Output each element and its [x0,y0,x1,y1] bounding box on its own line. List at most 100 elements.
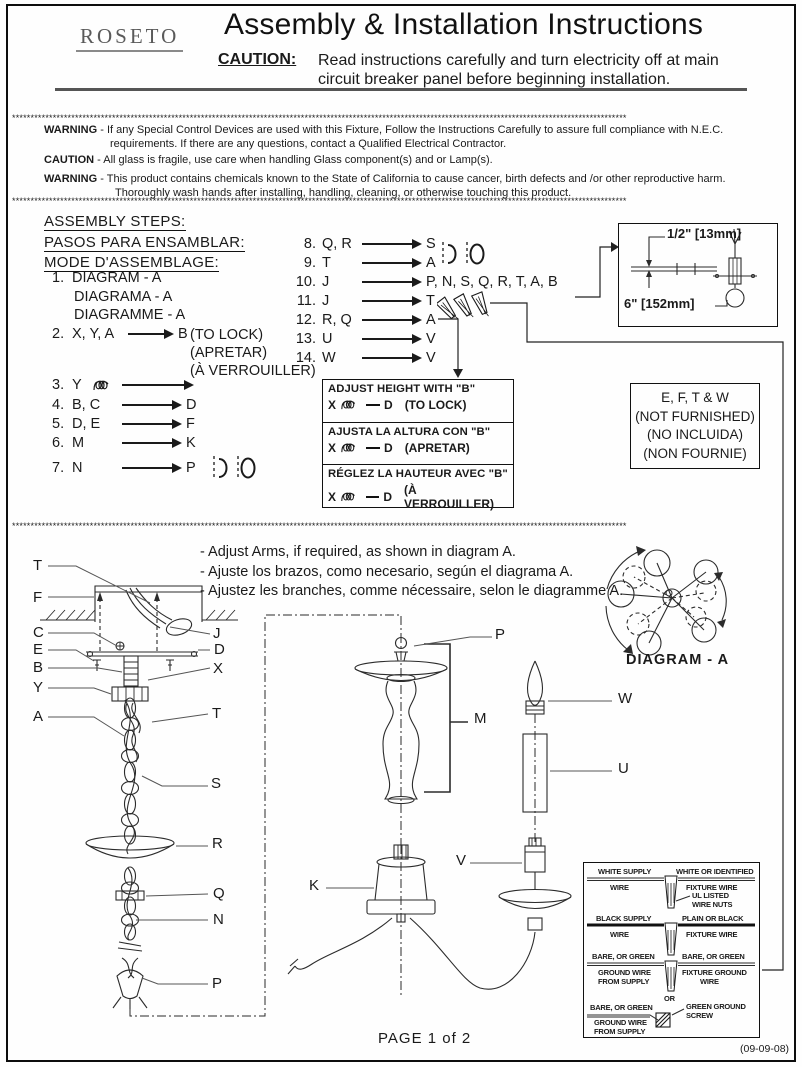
warning-text: - This product contains chemicals known … [97,173,726,185]
part-label-k: K [309,877,320,894]
heading-french: MODE D'ASSEMBLAGE: [44,254,219,272]
caution-heading: CAUTION: [218,51,297,68]
step-target: D [186,397,197,413]
not-furnished-box: E, F, T & W (NOT FURNISHED) (NO INCLUIDA… [630,383,760,469]
caution-text: - All glass is fragile, use care when ha… [94,154,493,166]
spring-icon [341,443,356,453]
step-number: 3. [52,377,65,393]
warning-line: WARNING - If any Special Control Devices… [44,123,784,137]
part-x: X [328,490,337,504]
asterisk-divider: ****************************************… [12,196,627,206]
step-target: A [426,255,436,271]
adjust-height-row-fr: RÉGLEZ LA HAUTEUR AVEC "B" X D (À VERROU… [323,464,513,511]
adjust-arms-note: - Adjust Arms, if required, as shown in … [200,543,623,602]
arrow-icon [362,277,422,286]
warning-line: WARNING - This product contains chemical… [44,172,784,186]
assembly-step-1-es: DIAGRAMA - A [74,289,172,305]
step-source: B, C [72,397,101,413]
assembly-step-4: 4. B, C D [52,397,196,413]
step-source: M [72,435,85,451]
arrow-icon [362,315,422,324]
step-target: V [426,331,436,347]
center-column-drawing [354,634,468,846]
asterisk-divider: ****************************************… [12,521,627,531]
from-supply-label: FROM SUPPLY [594,1027,646,1036]
step-number: 11. [296,293,316,309]
black-supply-label: BLACK SUPPLY [596,914,652,923]
diagram-a-drawing [605,546,727,656]
step-number: 4. [52,397,65,413]
caution-label: CAUTION [44,154,95,166]
chain-and-canopy-drawing [85,614,402,1017]
step-target: F [186,416,195,432]
assembly-step-7: 7. N P [52,454,258,482]
part-label-a: A [33,708,44,725]
ceiling-mount-drawing [40,585,238,763]
step-source: N [72,460,83,476]
part-label-c: C [33,624,44,641]
adjust-arms-es: - Ajuste los brazos, como necesario, seg… [200,563,574,580]
ground-wire-label: GROUND WIRE [594,1018,647,1027]
part-label-t-wire: T [212,705,222,722]
candle-clips-icon [213,456,256,480]
not-furnished-parts: E, F, T & W [661,390,729,405]
arrow-icon [122,400,182,409]
part-label-r: R [212,835,223,852]
arrow-icon [362,258,422,267]
arrow-icon [122,419,182,428]
warnings-block: WARNING - If any Special Control Devices… [44,123,784,200]
step-target: K [186,435,196,451]
page-number: PAGE 1 of 2 [378,1030,472,1047]
half-inch-dimension: 1/2" [13mm] [667,226,742,241]
part-label-v: V [456,852,467,869]
arrow-icon [128,329,174,338]
part-label-p-center: P [495,626,506,643]
wiring-connection-box: WHITE SUPPLY WIRE WHITE OR IDENTIFIED FI… [583,862,760,1038]
step-target: P [186,460,196,476]
assembly-step-11: 11. J T [294,293,435,309]
part-label-t-top: T [33,557,43,574]
step-number: 8. [303,236,316,252]
step-target: V [426,350,436,366]
caution-line: CAUTION - All glass is fragile, use care… [44,153,784,167]
assembly-step-5: 5. D, E F [52,416,195,432]
arrow-icon [122,463,182,472]
step-source: W [322,350,336,366]
adjust-title: AJUSTA LA ALTURA CON "B" [328,426,491,438]
adjust-height-row-es: AJUSTA LA ALTURA CON "B" X D (APRETAR) [323,422,513,464]
asterisk-divider: ****************************************… [12,113,627,123]
warning-text: - If any Special Control Devices are use… [97,124,724,136]
part-label-x: X [213,660,224,677]
part-label-n: N [213,911,224,928]
adjust-arms-fr: - Ajustez les branches, comme nécessaire… [200,583,624,599]
fixture-ground-label: FIXTURE GROUND [682,968,747,977]
not-furnished-en: (NOT FURNISHED) [635,408,755,424]
link-line [366,447,381,449]
revision-date: (09-09-08) [740,1043,790,1055]
step-source: R, Q [322,312,352,328]
lock-note: (APRETAR) [404,441,470,455]
caution-text-line1: Read instructions carefully and turn ele… [318,52,719,69]
step-number: 12. [295,312,316,328]
step-2-note-en: (TO LOCK) [190,327,264,343]
spring-icon [93,380,109,390]
part-label-e: E [33,641,44,658]
candle-socket-drawing [498,660,572,931]
candle-clips-icon [442,242,485,266]
arrow-icon [362,334,422,343]
warning-label: WARNING [44,124,98,136]
not-furnished-es: (NO INCLUIDA) [646,427,743,442]
black-fixture-label: PLAIN OR BLACK [682,914,744,923]
warning-line: requirements. If there are any questions… [110,138,507,150]
arrow-icon [362,239,422,248]
page-title: Assembly & Installation Instructions [224,8,704,41]
step-2-note-es: (APRETAR) [190,345,268,361]
arrow-icon [122,380,194,389]
arrow-icon [362,296,422,305]
part-label-b: B [33,659,44,676]
assembly-step-1: 1. DIAGRAM - A [52,270,161,286]
screw-label: SCREW [686,1011,713,1020]
fixture-body-drawing [287,844,536,995]
